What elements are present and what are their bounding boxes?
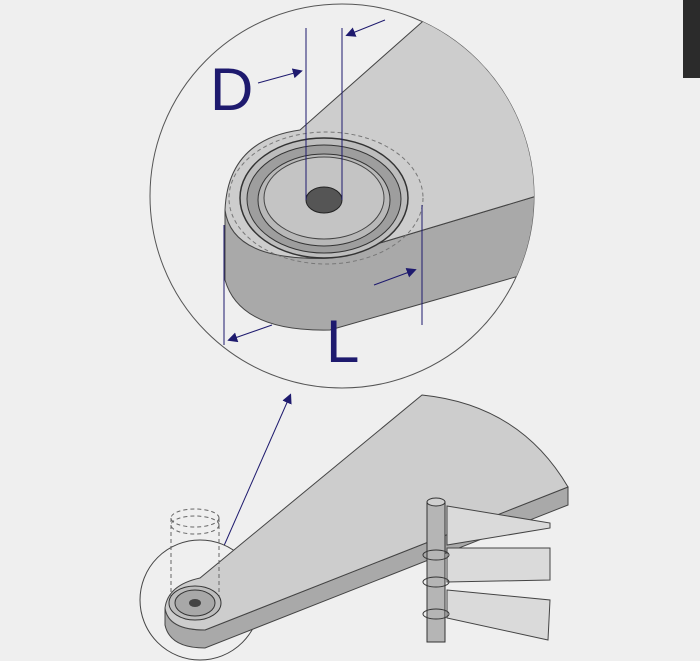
dimension-l — [223, 205, 423, 345]
arm-top — [164, 394, 569, 631]
hidden-shaft — [170, 508, 220, 600]
magnified-arm — [224, 14, 534, 331]
magnified-view: D L — [149, 3, 535, 389]
blade-shaft — [422, 497, 551, 643]
blade-1 — [446, 505, 551, 546]
blade-2 — [446, 547, 551, 583]
magnify-pointer — [222, 393, 292, 549]
label-l: L — [326, 308, 359, 375]
sector-arm-assembly — [139, 394, 569, 661]
blade-3 — [446, 589, 551, 641]
bore-hole — [305, 186, 343, 214]
label-d: D — [210, 56, 253, 123]
side-panel — [683, 0, 700, 78]
pivot-hole — [189, 599, 201, 607]
dimension-d — [257, 19, 386, 200]
